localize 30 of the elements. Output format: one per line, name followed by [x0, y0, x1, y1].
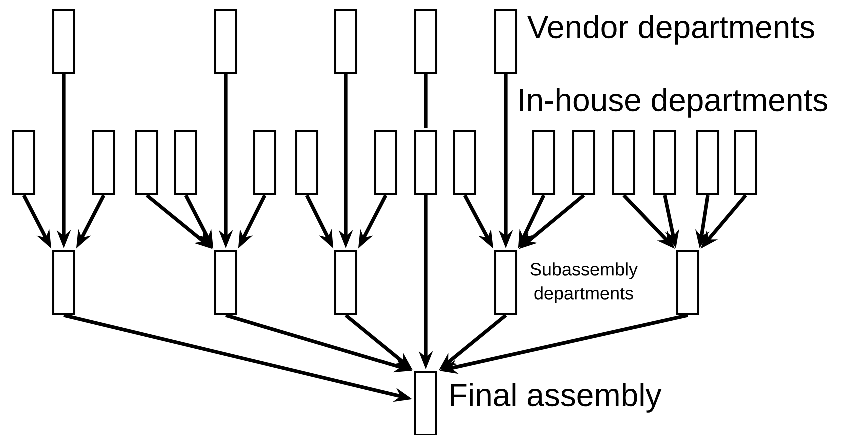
department-box: [494, 250, 518, 316]
department-box: [296, 130, 318, 196]
department-box: [374, 130, 398, 196]
department-box: [334, 10, 358, 74]
department-box: [52, 10, 76, 74]
department-box: [334, 250, 358, 316]
department-box: [696, 130, 720, 196]
department-box: [174, 130, 198, 196]
department-box: [572, 130, 596, 196]
department-box: [654, 130, 676, 196]
group-label: Subassembly departments: [530, 262, 638, 304]
department-box: [494, 10, 518, 74]
department-box: [214, 250, 238, 316]
department-box: [214, 10, 238, 74]
department-box: [532, 130, 556, 196]
row-label: In-house departments: [520, 88, 828, 118]
node-caption: Final assembly: [451, 383, 662, 413]
department-box: [734, 130, 758, 196]
department-box: [254, 130, 276, 196]
department-box: [414, 130, 438, 196]
department-box: [52, 250, 76, 316]
department-box: [414, 372, 438, 435]
department-box: [676, 250, 700, 316]
department-box: [454, 130, 476, 196]
department-box: [92, 130, 116, 196]
department-box: [12, 130, 36, 196]
row-label: Vendor departments: [528, 15, 814, 45]
department-box: [414, 10, 438, 74]
department-box: [612, 130, 636, 196]
department-box: [136, 130, 158, 196]
